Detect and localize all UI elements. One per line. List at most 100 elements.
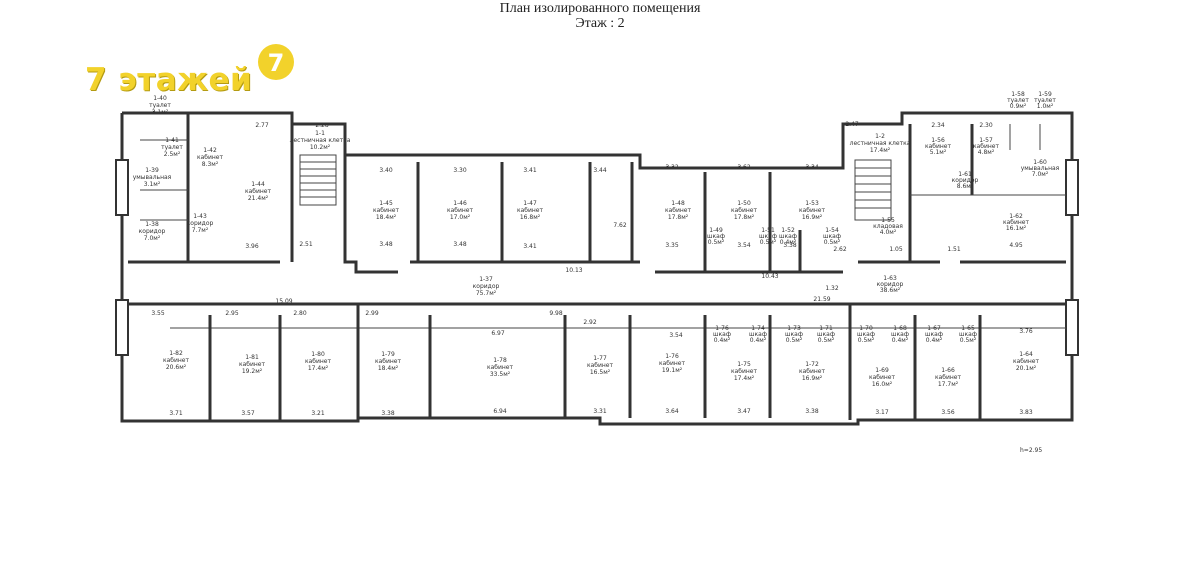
floor-label: Этаж : 2 [575, 16, 625, 31]
svg-text:коридор: коридор [139, 228, 166, 235]
svg-text:кабинет: кабинет [665, 207, 692, 214]
svg-text:шкаф: шкаф [707, 233, 725, 240]
svg-text:2.80: 2.80 [293, 310, 307, 317]
svg-text:3.71: 3.71 [169, 410, 183, 417]
svg-text:3.40: 3.40 [379, 167, 393, 174]
svg-text:1-52: 1-52 [781, 227, 795, 234]
svg-text:1.05: 1.05 [889, 246, 903, 253]
svg-text:3.44: 3.44 [593, 167, 607, 174]
svg-text:18.4м²: 18.4м² [378, 365, 399, 372]
svg-text:1-54: 1-54 [825, 227, 839, 234]
svg-text:16.5м²: 16.5м² [590, 369, 611, 376]
svg-text:3.83: 3.83 [1019, 409, 1033, 416]
svg-text:17.8м²: 17.8м² [734, 214, 755, 221]
svg-text:шкаф: шкаф [785, 331, 803, 338]
svg-text:3.17: 3.17 [875, 409, 889, 416]
svg-text:туалет: туалет [149, 102, 171, 109]
scale-note: h=2.95 [1020, 447, 1042, 454]
svg-text:кабинет: кабинет [799, 368, 826, 375]
svg-text:1-75: 1-75 [737, 361, 751, 368]
svg-text:75.7м²: 75.7м² [476, 290, 497, 297]
svg-text:3.54: 3.54 [669, 332, 683, 339]
svg-text:шкаф: шкаф [857, 331, 875, 338]
svg-text:1-43: 1-43 [193, 213, 207, 220]
svg-text:1-42: 1-42 [203, 147, 217, 154]
svg-text:0.5м²: 0.5м² [818, 337, 835, 344]
svg-text:2.77: 2.77 [255, 122, 269, 129]
svg-text:1-62: 1-62 [1009, 213, 1023, 220]
svg-text:кабинет: кабинет [587, 362, 614, 369]
svg-text:3.47: 3.47 [737, 408, 751, 415]
svg-text:21.59: 21.59 [813, 296, 830, 303]
svg-text:1-77: 1-77 [593, 355, 607, 362]
svg-text:кладовая: кладовая [873, 223, 903, 230]
outer-walls [115, 111, 1079, 426]
svg-text:0.5м²: 0.5м² [824, 239, 841, 246]
svg-text:6.97: 6.97 [491, 330, 505, 337]
top-partitions [140, 113, 1066, 272]
svg-text:1-39: 1-39 [145, 167, 159, 174]
brand-watermark: 7 этажей [85, 62, 253, 98]
svg-text:1-40: 1-40 [153, 95, 167, 102]
svg-text:3.55: 3.55 [151, 310, 165, 317]
svg-text:1-49: 1-49 [709, 227, 723, 234]
svg-text:коридор: коридор [473, 283, 500, 290]
svg-text:шкаф: шкаф [891, 331, 909, 338]
stair-left [299, 154, 337, 206]
svg-text:1-64: 1-64 [1019, 351, 1033, 358]
svg-text:2.92: 2.92 [583, 319, 597, 326]
svg-text:кабинет: кабинет [163, 357, 190, 364]
svg-text:1-71: 1-71 [819, 325, 833, 332]
svg-text:1-51: 1-51 [761, 227, 775, 234]
svg-text:17.8м²: 17.8м² [668, 214, 689, 221]
svg-text:0.4м²: 0.4м² [750, 337, 767, 344]
svg-text:18.4м²: 18.4м² [376, 214, 397, 221]
svg-text:3.64: 3.64 [665, 408, 679, 415]
svg-text:1-80: 1-80 [311, 351, 325, 358]
svg-text:7.62: 7.62 [613, 222, 627, 229]
svg-text:кабинет: кабинет [197, 154, 224, 161]
svg-text:лестничная клетка: лестничная клетка [850, 140, 911, 147]
svg-text:16.8м²: 16.8м² [520, 214, 541, 221]
brand-logo-icon: 7 [258, 44, 294, 80]
svg-text:1-41: 1-41 [165, 137, 179, 144]
svg-text:1-76: 1-76 [665, 353, 679, 360]
svg-text:2.28: 2.28 [315, 122, 329, 129]
svg-text:17.4м²: 17.4м² [734, 375, 755, 382]
svg-text:7.7м²: 7.7м² [192, 227, 209, 234]
svg-text:1-69: 1-69 [875, 367, 889, 374]
svg-text:лестничная клетка: лестничная клетка [290, 137, 351, 144]
svg-text:кабинет: кабинет [799, 207, 826, 214]
svg-text:0.4м²: 0.4м² [714, 337, 731, 344]
svg-text:1-48: 1-48 [671, 200, 685, 207]
svg-text:1-45: 1-45 [379, 200, 393, 207]
svg-text:9.98: 9.98 [549, 310, 563, 317]
svg-text:3.48: 3.48 [379, 241, 393, 248]
svg-text:0.4м²: 0.4м² [926, 337, 943, 344]
svg-text:8.6м²: 8.6м² [957, 183, 974, 190]
svg-text:21.4м²: 21.4м² [248, 195, 269, 202]
svg-text:шкаф: шкаф [817, 331, 835, 338]
svg-text:кабинет: кабинет [447, 207, 474, 214]
svg-text:1-78: 1-78 [493, 357, 507, 364]
svg-text:кабинет: кабинет [305, 358, 332, 365]
svg-text:19.1м²: 19.1м² [662, 367, 683, 374]
